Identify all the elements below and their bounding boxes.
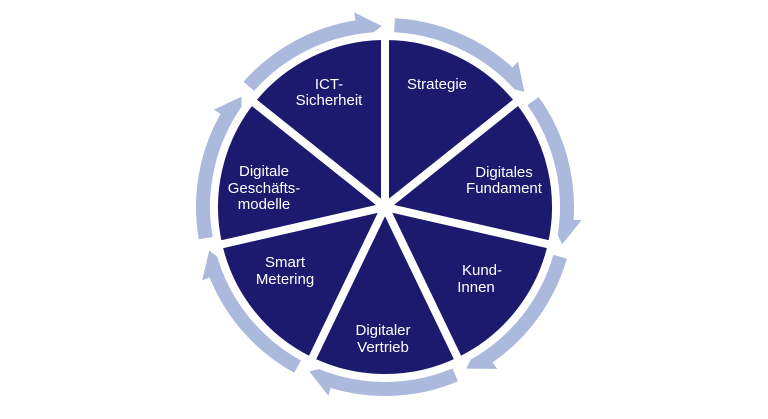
cycle-arrow-icon bbox=[525, 97, 582, 245]
label-strategie: Strategie bbox=[407, 76, 467, 93]
label-kundinnen: Kund-Innen bbox=[457, 262, 502, 296]
segment-5 bbox=[210, 96, 389, 250]
segment-2 bbox=[381, 203, 556, 366]
segment-1 bbox=[381, 96, 560, 250]
cycle-arrow-icon bbox=[394, 18, 525, 92]
cycle-arrow-icon bbox=[243, 12, 382, 93]
segment-6 bbox=[247, 32, 389, 211]
cycle-arrow-icon bbox=[196, 96, 242, 240]
segment-4 bbox=[214, 203, 389, 366]
segments bbox=[210, 32, 560, 382]
segment-0 bbox=[381, 32, 523, 211]
segment-3 bbox=[306, 203, 464, 382]
label-ict-sicherheit: ICT-Sicherheit bbox=[296, 76, 364, 109]
